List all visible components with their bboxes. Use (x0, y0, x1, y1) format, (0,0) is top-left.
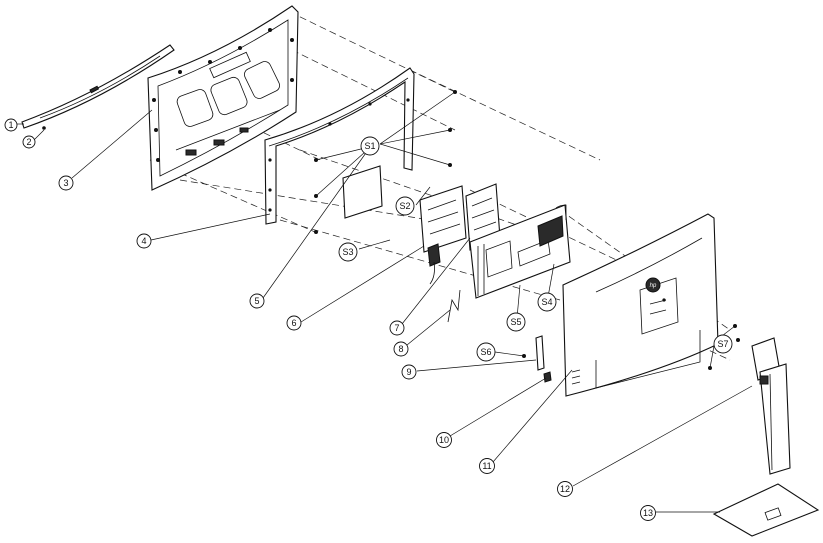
screw-callout-s6-label: S6 (480, 347, 491, 357)
screw-callout-s3-label: S3 (342, 247, 353, 257)
callout-4-label: 4 (141, 236, 146, 246)
screw-callout-s1-label: S1 (364, 141, 375, 151)
display-rear-panel (147, 5, 299, 191)
callout-7: 7 (389, 320, 405, 336)
screw-callout-s4-label: S4 (541, 297, 552, 307)
logo-label: hp (650, 283, 657, 289)
insulation-sheet (342, 165, 383, 219)
screw-callout-s5-label: S5 (510, 317, 521, 327)
callout-6-label: 6 (291, 318, 296, 328)
light-bar-strip (21, 44, 175, 130)
callout-13: 13 (640, 505, 656, 521)
callout-13-label: 13 (643, 508, 653, 518)
callout-9: 9 (401, 364, 417, 380)
power-board (419, 185, 467, 285)
screw-callout-s5: S5 (506, 312, 526, 332)
callout-4: 4 (136, 233, 152, 249)
s7-screws (708, 324, 740, 370)
screw-callout-s4: S4 (537, 292, 557, 312)
screw-callout-s1: S1 (360, 136, 380, 156)
button-board (522, 335, 552, 383)
main-shield-bracket (469, 204, 571, 299)
callout-3: 3 (58, 175, 74, 191)
callout-1-label: 1 (8, 120, 13, 130)
callout-2: 2 (22, 135, 36, 149)
screw-callout-s3: S3 (338, 242, 358, 262)
callout-11-label: 11 (482, 461, 491, 471)
screw-callout-s2: S2 (395, 196, 415, 216)
callout-5-label: 5 (254, 296, 259, 306)
screw-callout-leaders (315, 91, 736, 369)
screw-callout-s7: S7 (713, 334, 733, 354)
callout-9-label: 9 (406, 367, 411, 377)
callout-1: 1 (4, 118, 18, 132)
screw-callout-s7-label: S7 (717, 339, 728, 349)
callout-12: 12 (557, 481, 573, 497)
screw-callout-s6: S6 (476, 342, 496, 362)
middle-frame (264, 67, 415, 225)
callout-8: 8 (393, 341, 409, 357)
callout-8-label: 8 (398, 344, 403, 354)
callout-11: 11 (479, 458, 495, 474)
screw-callout-s2-label: S2 (399, 201, 410, 211)
callout-7-label: 7 (394, 323, 399, 333)
rear-cover: hp (562, 213, 719, 397)
callout-5: 5 (249, 293, 265, 309)
callout-10: 10 (436, 432, 452, 448)
callout-leaders (17, 109, 753, 513)
stand-base (712, 483, 820, 537)
callout-10-label: 10 (439, 435, 449, 445)
callout-3-label: 3 (63, 178, 68, 188)
cable (447, 289, 461, 323)
stand-neck (751, 337, 791, 475)
callout-2-label: 2 (26, 137, 31, 147)
callout-6: 6 (286, 315, 302, 331)
callout-12-label: 12 (560, 484, 570, 494)
